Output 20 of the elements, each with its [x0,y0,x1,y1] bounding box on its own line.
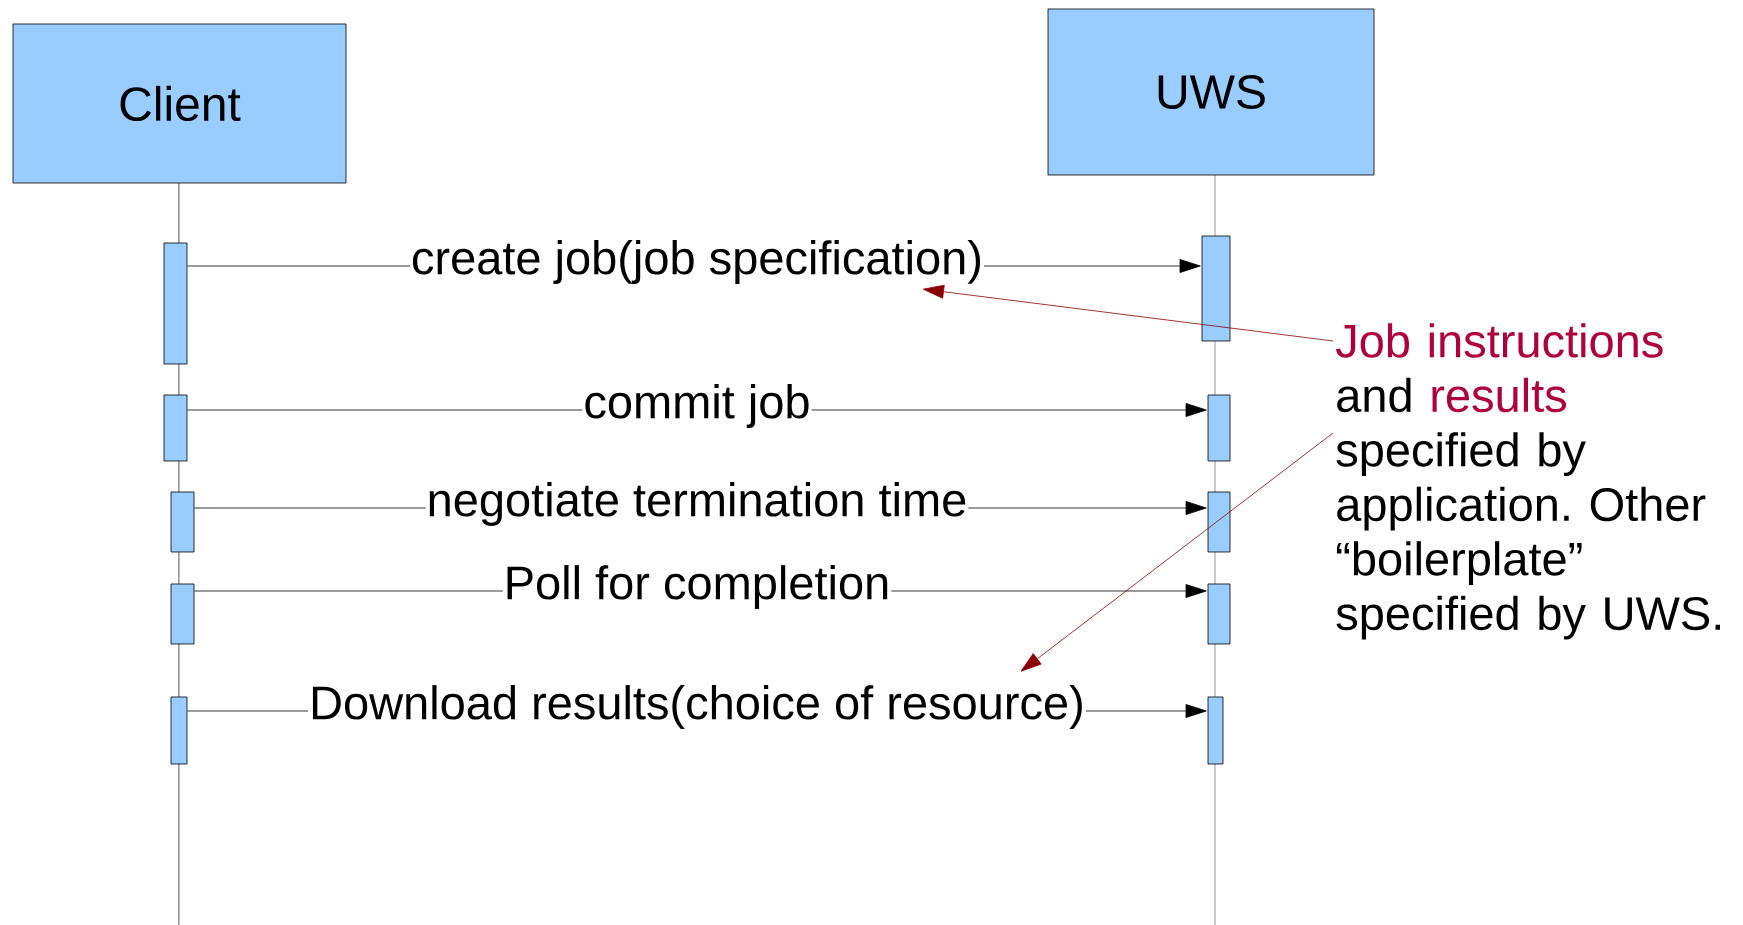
message-label: create job(job specification) [409,239,985,285]
activation-bar [1207,696,1224,765]
participant-box: UWS [1047,8,1375,176]
activation-bar [1207,394,1231,462]
activation-bar [1201,235,1231,342]
message-label: Download results(choice of resource) [308,684,1086,730]
leader-line [922,284,1334,342]
activation-bar [170,696,188,765]
message-label: negotiate termination time [425,481,969,527]
activation-bar [1207,583,1231,645]
leader-line [1020,432,1334,672]
activation-bar [163,394,188,462]
activation-bar [170,583,195,645]
note-text: Job instructions and results specified by application. Other “boilerplate” specified by UWS. [1335,323,1720,640]
activation-bar [163,242,188,365]
activation-bar [170,491,195,553]
message-label: commit job [582,383,812,429]
message-label: Poll for completion [502,564,892,610]
activation-bar [1207,491,1231,553]
participant-box: Client [12,23,347,184]
